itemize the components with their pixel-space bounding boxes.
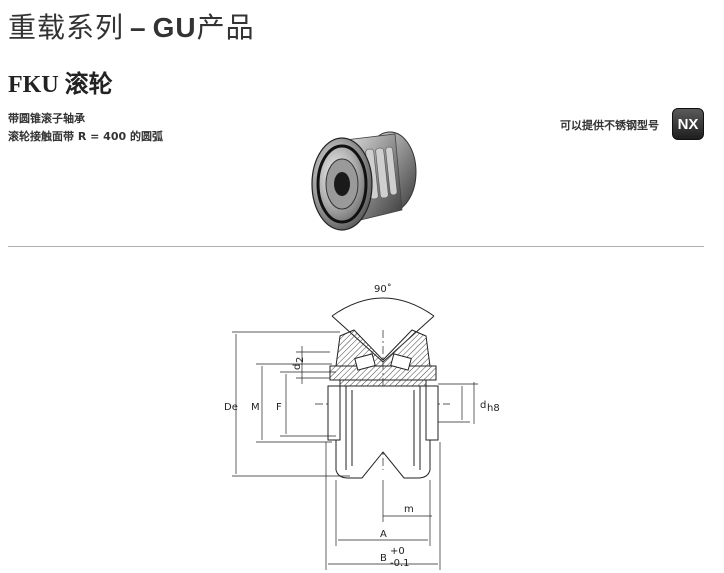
angle-arc	[331, 297, 435, 317]
product-name: 滚轮	[64, 70, 113, 98]
series-title-code: GU	[152, 12, 197, 43]
dim-label-f: F	[276, 402, 282, 413]
series-title-dash: –	[130, 12, 147, 43]
dim-label-d: d	[480, 400, 486, 411]
product-code: FKU	[8, 72, 59, 98]
dim-label-b: B	[380, 553, 387, 564]
dim-label-m: M	[251, 402, 260, 413]
dim-label-d2-sub: 2	[295, 357, 306, 363]
roller-3d-image	[311, 131, 417, 231]
series-title-prefix: 重载系列	[8, 11, 125, 44]
dim-label-d2: d	[292, 364, 303, 370]
series-title-suffix: 产品	[196, 11, 255, 44]
dim-label-b-tol-lower: -0.1	[390, 558, 410, 569]
series-title: 重载系列–GU产品	[8, 6, 255, 46]
nx-stainless-badge-icon: NX	[672, 108, 704, 140]
dim-label-m-small: m	[404, 504, 414, 515]
angle-label: 90˚	[374, 283, 392, 295]
description-line-1: 带圆锥滚子轴承	[8, 112, 85, 125]
product-title: FKU 滚轮	[8, 64, 113, 99]
dim-label-b-tol-upper: +0	[390, 546, 405, 557]
dim-label-d-tolerance: h8	[487, 403, 500, 414]
description-line-2: 滚轮接触面带 R = 400 的圆弧	[8, 130, 163, 143]
dim-label-a: A	[380, 529, 387, 540]
stainless-note: 可以提供不锈钢型号	[560, 119, 659, 132]
dim-label-de: De	[224, 402, 238, 413]
section-divider	[8, 246, 704, 247]
